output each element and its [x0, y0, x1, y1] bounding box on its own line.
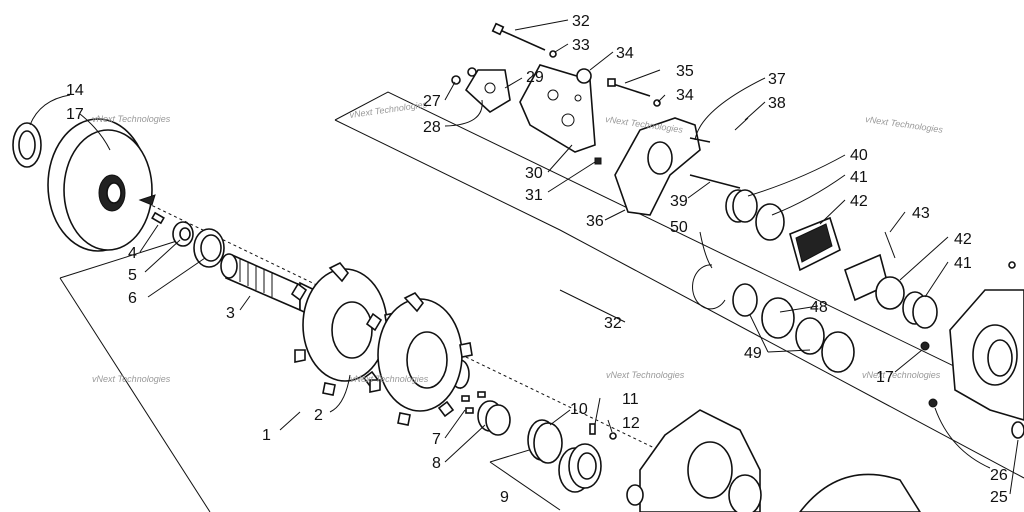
- callout-1: 1: [262, 427, 271, 444]
- spacer-35: [576, 68, 592, 84]
- callout-40: 39: [670, 193, 688, 210]
- watermark-6: vNext Technologies: [350, 374, 429, 384]
- callout-17: 17: [876, 369, 894, 386]
- callout-29: 29: [526, 69, 544, 86]
- assembly-bracket-1: [59, 239, 211, 512]
- callout-3: 3: [226, 305, 235, 322]
- brake-disc: [47, 118, 153, 252]
- seal-42-lower: [875, 276, 905, 310]
- bearing-9: [558, 443, 602, 493]
- brake-pad-43: [789, 216, 841, 272]
- snap-ring-50: [692, 264, 726, 310]
- callout-50: 50: [670, 219, 688, 236]
- bearing-housing-right: [949, 261, 1024, 421]
- bearing-retainer-rings: [527, 419, 563, 464]
- callout-25: 25: [990, 489, 1008, 506]
- callout-33: 32: [572, 13, 590, 30]
- drive-sprocket-left: [290, 261, 398, 396]
- drive-sprocket-right: [365, 291, 473, 426]
- callout-14: 17: [66, 106, 84, 123]
- watermark-5: vNext Technologies: [92, 374, 171, 384]
- callout-10: 10: [570, 401, 588, 418]
- watermark-4: vNext Technologies: [865, 114, 944, 135]
- callout-34-side: 34: [676, 87, 694, 104]
- shaft-axis: [119, 189, 701, 471]
- piston-41-lower: [902, 291, 938, 329]
- pulley-edge: [798, 473, 921, 512]
- callout-13: 14: [66, 82, 84, 99]
- callout-41-lower: 41: [954, 255, 972, 272]
- callout-43: 42: [850, 193, 868, 210]
- grease-fitting: [589, 423, 596, 435]
- callout-6: 6: [128, 290, 137, 307]
- callout-8: 8: [432, 455, 441, 472]
- retaining-ring: [12, 122, 42, 168]
- callout-39: 38: [768, 95, 786, 112]
- callout-48: 48: [810, 299, 828, 316]
- bracket-plate-30: [519, 64, 596, 153]
- caliper-bolt-33: [491, 22, 546, 51]
- callout-37: 36: [586, 213, 604, 230]
- fitting-cap: [609, 432, 617, 440]
- set-screw: [151, 211, 165, 225]
- woodruff-keys: [461, 391, 486, 414]
- callout-44: 43: [912, 205, 930, 222]
- set-screw-arrow: [138, 194, 156, 206]
- seal-42-upper: [755, 203, 785, 241]
- watermark-8: vNext Technologies: [862, 370, 941, 380]
- hex-nut: [172, 221, 194, 247]
- callout-9: 9: [500, 489, 509, 506]
- callout-11: 11: [622, 391, 639, 408]
- nut-31: [594, 157, 602, 165]
- callout-28: 28: [423, 119, 441, 136]
- watermark-1: vNext Technologies: [92, 114, 171, 124]
- callout-27: 27: [423, 93, 441, 110]
- bearing-ring: [193, 228, 225, 268]
- bearing-housing-lower: [626, 409, 762, 512]
- leader-lines: [29, 19, 1019, 495]
- bolt-27: [451, 75, 461, 85]
- spacer-bushing: [477, 400, 511, 436]
- callout-42-lower: 42: [954, 231, 972, 248]
- callout-41-upper: 40: [850, 147, 868, 164]
- callout-30: 30: [525, 165, 543, 182]
- nut-26: [928, 398, 938, 408]
- caliper-body-37: [614, 117, 701, 216]
- callout-38: 37: [768, 71, 786, 88]
- callout-36: 35: [676, 63, 694, 80]
- callout-2: 2: [314, 407, 323, 424]
- nut-17: [920, 341, 930, 351]
- washer-34-top: [549, 50, 557, 58]
- callout-35: 34: [616, 45, 634, 62]
- callout-49: 49: [744, 345, 762, 362]
- callout-26: 26: [990, 467, 1008, 484]
- watermark-7: vNext Technologies: [606, 370, 685, 380]
- callout-31: 31: [525, 187, 543, 204]
- bearing-41-upper: [725, 189, 758, 223]
- callout-4: 4: [128, 245, 137, 262]
- callout-labels: 14 17 4 5 6 3 1 2 7 8 9 10 11 12 32 33 3…: [66, 13, 1008, 506]
- callout-32: 32: [604, 315, 622, 332]
- caliper-mount-28: [464, 67, 511, 113]
- pin-38-39: [689, 117, 749, 143]
- watermark-2: vNext Technologies: [349, 99, 428, 120]
- bolt-36: [607, 78, 651, 97]
- callout-7: 7: [432, 431, 441, 448]
- callout-42-upper: 41: [850, 169, 868, 186]
- assembly-bracket-32: [334, 91, 1024, 479]
- callout-34-top: 33: [572, 37, 590, 54]
- slide-pin-40: [689, 174, 741, 189]
- cap-25: [1011, 421, 1024, 439]
- callout-12: 12: [622, 415, 640, 432]
- bearing-48-49: [732, 283, 855, 373]
- callout-5: 5: [128, 267, 137, 284]
